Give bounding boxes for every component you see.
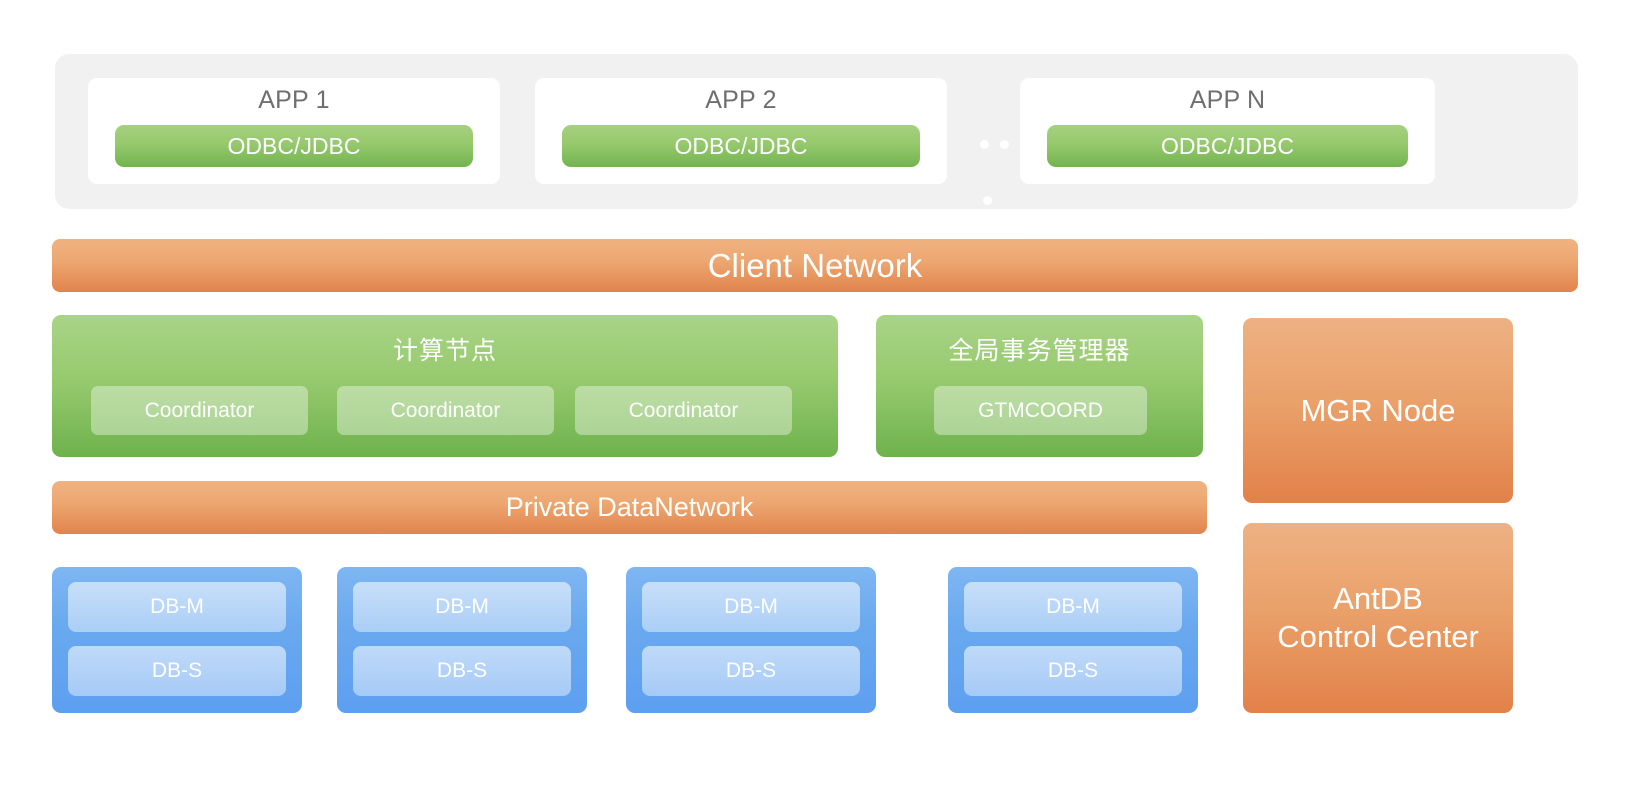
- db-group-1: DB-M DB-S: [52, 567, 302, 713]
- control-center-line-2: Control Center: [1277, 619, 1479, 654]
- ellipsis-dot-icon: [983, 196, 992, 205]
- gtm-title: 全局事务管理器: [948, 337, 1131, 365]
- app-title: APP 1: [258, 86, 330, 114]
- app-card-2[interactable]: APP 2 ODBC/JDBC: [535, 78, 947, 184]
- db-slave[interactable]: DB-S: [68, 646, 286, 696]
- odbc-jdbc-connector[interactable]: ODBC/JDBC: [562, 125, 920, 167]
- compute-node-panel: 计算节点 Coordinator Coordinator Coordinator: [52, 315, 838, 457]
- app-card-1[interactable]: APP 1 ODBC/JDBC: [88, 78, 500, 184]
- db-group-4: DB-M DB-S: [948, 567, 1198, 713]
- control-center-line-1: AntDB: [1333, 581, 1423, 617]
- coordinator-node-2[interactable]: Coordinator: [337, 386, 554, 435]
- gtmcoord-node[interactable]: GTMCOORD: [934, 386, 1147, 435]
- mgr-node-block[interactable]: MGR Node: [1243, 318, 1513, 503]
- app-card-n[interactable]: APP N ODBC/JDBC: [1020, 78, 1435, 184]
- antdb-control-center-block[interactable]: AntDB Control Center: [1243, 523, 1513, 713]
- coordinator-node-1[interactable]: Coordinator: [91, 386, 308, 435]
- db-slave[interactable]: DB-S: [642, 646, 860, 696]
- db-master[interactable]: DB-M: [353, 582, 571, 632]
- private-datanetwork-bar: Private DataNetwork: [52, 481, 1207, 534]
- db-slave[interactable]: DB-S: [964, 646, 1182, 696]
- ellipsis-dot-icon: [980, 140, 989, 149]
- control-center-label: AntDB Control Center: [1277, 580, 1479, 656]
- db-group-2: DB-M DB-S: [337, 567, 587, 713]
- db-group-3: DB-M DB-S: [626, 567, 876, 713]
- odbc-jdbc-connector[interactable]: ODBC/JDBC: [1047, 125, 1408, 167]
- odbc-jdbc-connector[interactable]: ODBC/JDBC: [115, 125, 473, 167]
- app-title: APP N: [1189, 86, 1266, 114]
- db-master[interactable]: DB-M: [642, 582, 860, 632]
- compute-node-title: 计算节点: [392, 337, 497, 365]
- app-title: APP 2: [705, 86, 777, 114]
- client-network-bar: Client Network: [52, 239, 1578, 292]
- ellipsis-dot-icon: [1000, 140, 1009, 149]
- application-band: APP 1 ODBC/JDBC APP 2 ODBC/JDBC APP N OD…: [55, 54, 1578, 209]
- db-master[interactable]: DB-M: [68, 582, 286, 632]
- coordinator-node-3[interactable]: Coordinator: [575, 386, 792, 435]
- global-transaction-manager-panel: 全局事务管理器 GTMCOORD: [876, 315, 1203, 457]
- db-slave[interactable]: DB-S: [353, 646, 571, 696]
- db-master[interactable]: DB-M: [964, 582, 1182, 632]
